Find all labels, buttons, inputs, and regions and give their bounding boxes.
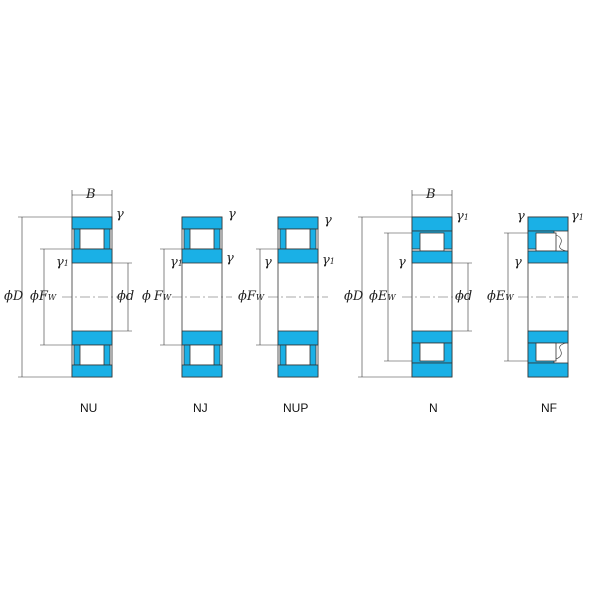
n-r1-label: γ1 bbox=[456, 209, 469, 224]
nf-inner-ring-top bbox=[527, 250, 569, 264]
nup-inner-ring-top bbox=[277, 248, 319, 264]
nup-phi-fw: ϕFW bbox=[238, 289, 265, 304]
nup-inner-ring-bottom bbox=[277, 330, 319, 346]
nu-r-label: γ bbox=[116, 207, 124, 222]
nf-r-label-top: γ bbox=[517, 209, 525, 224]
nup-outer-ring-bottom bbox=[277, 364, 319, 378]
nup-roller-bottom bbox=[285, 344, 311, 366]
nj-r-label-mid: γ bbox=[226, 251, 234, 266]
bearing-nu: B ϕD ϕFW ϕd γ γ1 NU bbox=[4, 187, 134, 415]
nu-b-label: B bbox=[85, 187, 96, 202]
nup-r-label-top: γ bbox=[324, 213, 332, 228]
nj-r-label-top: γ bbox=[228, 207, 236, 222]
nj-r1-label: γ1 bbox=[170, 255, 183, 270]
n-type-label: N bbox=[429, 401, 438, 415]
n-phi-d-bore: ϕd bbox=[455, 289, 472, 304]
nf-r-label-left: γ bbox=[514, 255, 522, 270]
nu-roller-bottom bbox=[79, 344, 105, 366]
n-inner-ring-top bbox=[411, 250, 453, 264]
bearing-nf: ϕEW γ γ1 γ NF bbox=[487, 209, 584, 415]
nj-roller-top bbox=[189, 228, 215, 250]
nu-type-label: NU bbox=[80, 401, 97, 415]
nj-type-label: NJ bbox=[193, 401, 208, 415]
n-outer-ring-bottom bbox=[411, 362, 453, 378]
nj-outer-ring-bottom bbox=[181, 364, 223, 378]
nf-phi-ew: ϕEW bbox=[487, 289, 514, 304]
nj-outer-ring-top bbox=[181, 216, 223, 230]
nf-r1-label: γ1 bbox=[571, 209, 584, 224]
nf-outer-ring-top bbox=[527, 216, 569, 232]
nup-r1-label: γ1 bbox=[322, 253, 335, 268]
nu-phi-d-bore: ϕd bbox=[117, 289, 134, 304]
n-phi-d-outer: ϕD bbox=[344, 289, 364, 304]
n-inner-ring-bottom bbox=[411, 330, 453, 344]
nup-r-label-left: γ bbox=[264, 255, 272, 270]
nf-type-label: NF bbox=[541, 401, 557, 415]
nup-roller-top bbox=[285, 228, 311, 250]
nup-outer-ring-top bbox=[277, 216, 319, 230]
nup-type-label: NUP bbox=[283, 401, 308, 415]
n-b-label: B bbox=[425, 187, 436, 202]
nf-flange-top bbox=[555, 234, 567, 252]
nu-inner-ring-top bbox=[71, 248, 113, 264]
nf-outer-ring-bottom bbox=[527, 362, 569, 378]
nu-phi-d-outer: ϕD bbox=[4, 289, 24, 304]
n-roller-top bbox=[419, 232, 445, 252]
nu-outer-ring-top bbox=[71, 216, 113, 230]
n-outer-ring-top bbox=[411, 216, 453, 232]
n-r-label: γ bbox=[398, 255, 406, 270]
nj-roller-bottom bbox=[189, 344, 215, 366]
nu-roller-top bbox=[79, 228, 105, 250]
n-roller-bottom bbox=[419, 342, 445, 362]
nf-roller-top bbox=[535, 232, 557, 252]
n-phi-ew: ϕEW bbox=[369, 289, 396, 304]
nj-inner-ring-top bbox=[181, 248, 223, 264]
nu-r1-label: γ1 bbox=[56, 255, 69, 270]
nj-inner-ring-bottom bbox=[181, 330, 223, 346]
bearing-nup: ϕFW γ γ γ1 NUP bbox=[238, 213, 335, 415]
bearing-n: B ϕD ϕEW ϕd γ1 γ N bbox=[344, 187, 472, 415]
nf-flange-bottom bbox=[555, 342, 567, 360]
nf-inner-ring-bottom bbox=[527, 330, 569, 344]
nf-roller-bottom bbox=[535, 342, 557, 362]
nu-phi-fw: ϕFW bbox=[30, 289, 57, 304]
nu-outer-ring-bottom bbox=[71, 364, 113, 378]
nu-inner-ring-bottom bbox=[71, 330, 113, 346]
